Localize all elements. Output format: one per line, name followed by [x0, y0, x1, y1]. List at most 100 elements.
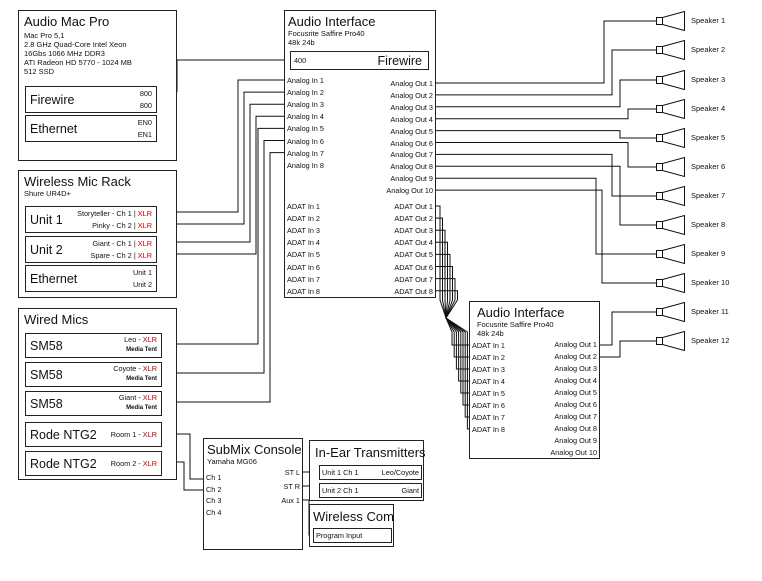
unit2-ch2-name: Spare - Ch 2 — [90, 251, 132, 260]
adat-in-port: ADAT In 5 — [287, 250, 320, 260]
adat-in-port: ADAT In 6 — [287, 262, 320, 272]
sm58-source: Giant - XLR — [119, 393, 157, 403]
analog-out-port: Analog Out 8 — [554, 424, 597, 433]
unit1-ch1-name: Storyteller - Ch 1 — [77, 209, 132, 218]
analog-out-port: Analog Out 9 — [390, 174, 433, 184]
in-ear-transmitters-box: In-Ear Transmitters Unit 1 Ch 1 Leo/Coyo… — [309, 440, 426, 501]
sm58-note: Media Tent — [126, 347, 157, 353]
speaker-label: Speaker 1 — [691, 16, 726, 25]
separator: | — [133, 251, 136, 260]
analog-out-port: Analog Out 4 — [554, 376, 597, 385]
submix-input-port: Ch 1 — [206, 473, 222, 482]
wireless-unit1-panel: Unit 1 Storyteller - Ch 1 | XLR Pinky - … — [25, 206, 157, 233]
xlr-cable — [177, 115, 286, 255]
wireless-ethernet-port: Unit 2 — [132, 280, 152, 289]
submix-input-port: Ch 3 — [206, 496, 222, 506]
sm58-source: Leo - XLR — [124, 335, 157, 345]
analog-out-port: Analog Out 10 — [386, 186, 433, 196]
speaker-cable — [435, 49, 656, 96]
mac-spec-line: Mac Pro 5,1 — [24, 31, 65, 40]
analog-out-port: Analog Out 2 — [554, 352, 597, 361]
analog-out-port: Analog Out 10 — [550, 448, 597, 457]
in-ear-row: Unit 2 Ch 1 Giant — [319, 483, 422, 498]
adat-out-port: ADAT Out 1 — [394, 202, 433, 211]
speaker-cable — [435, 79, 656, 108]
sm58-who: Coyote - — [113, 364, 143, 373]
firewire-cable — [176, 59, 289, 92]
analog-out-port: Analog Out 3 — [390, 102, 433, 112]
unit1-ch1: Storyteller - Ch 1 | XLR — [77, 209, 152, 219]
interface1-title: Audio Interface — [288, 14, 376, 29]
separator: | — [133, 221, 136, 230]
speaker-icon — [656, 215, 685, 235]
xlr-cable — [177, 79, 286, 213]
wireless-unit2-panel: Unit 2 Giant - Ch 1 | XLR Spare - Ch 2 |… — [25, 236, 157, 263]
sm58-who: Leo - — [124, 335, 143, 344]
speaker-icon — [656, 40, 685, 60]
adat-cable — [435, 266, 470, 406]
speaker-label: Speaker 12 — [691, 336, 730, 345]
speaker-cable — [435, 142, 656, 168]
sm58-note: Media Tent — [126, 376, 157, 382]
wired-mics-box: Wired Mics SM58 Leo - XLR Media Tent SM5… — [18, 308, 177, 480]
wireless-com-box: Wireless Com Program Input — [309, 504, 394, 547]
speaker-label: Speaker 10 — [691, 278, 730, 287]
mac-firewire-panel: Firewire 800 800 — [25, 86, 157, 113]
speaker-icon — [656, 302, 685, 322]
in-ear-who: Giant — [401, 486, 419, 495]
ntg2-panel: Rode NTG2 Room 2 - XLR — [25, 451, 162, 476]
adat-in-port: ADAT In 5 — [472, 389, 505, 398]
wireless-ethernet-port: Unit 1 — [132, 268, 152, 277]
speaker-cable — [435, 20, 656, 84]
in-ear-unit: Unit 2 Ch 1 — [322, 486, 359, 495]
analog-in-port: Analog In 6 — [287, 136, 324, 146]
speaker-cable — [600, 311, 656, 346]
analog-in-port: Analog In 8 — [287, 160, 324, 170]
mac-spec-line: ATI Radeon HD 5770 - 1024 MB — [24, 58, 132, 67]
analog-out-port: Analog Out 5 — [390, 126, 433, 136]
unit2-label: Unit 2 — [30, 243, 63, 257]
adat-cable — [435, 217, 470, 358]
adat-out-port: ADAT Out 4 — [394, 238, 433, 248]
speaker-cable — [435, 177, 656, 255]
analog-in-port: Analog In 1 — [287, 76, 324, 85]
analog-in-port: Analog In 7 — [287, 148, 324, 158]
adat-cable — [435, 229, 470, 370]
ntg2-who: Room 1 - — [110, 430, 143, 439]
speaker-icon — [656, 99, 685, 119]
analog-out-port: Analog Out 5 — [554, 388, 597, 397]
unit1-ch2: Pinky - Ch 2 | XLR — [92, 221, 152, 231]
wireless-com-title: Wireless Com — [313, 509, 394, 524]
speaker-icon — [656, 186, 685, 206]
audio-interface-2: Audio Interface Focusrite Saffire Pro40 … — [469, 301, 600, 459]
ntg2-source: Room 1 - XLR — [111, 430, 157, 440]
xlr-cable — [177, 91, 286, 225]
wireless-rack-box: Wireless Mic Rack Shure UR4D+ Unit 1 Sto… — [18, 170, 177, 298]
adat-cable — [435, 205, 470, 346]
mac-pro-specs: Mac Pro 5,1 2.8 GHz Quad-Core Intel Xeon… — [24, 31, 132, 76]
analog-out-port: Analog Out 1 — [554, 340, 597, 349]
separator: | — [133, 209, 136, 218]
in-ear-unit: Unit 1 Ch 1 — [322, 468, 359, 477]
speaker-icon — [656, 273, 685, 293]
wireless-ethernet-label: Ethernet — [30, 272, 78, 286]
sm58-panel: SM58 Leo - XLR Media Tent — [25, 333, 162, 358]
adat-in-port: ADAT In 7 — [472, 413, 505, 422]
sm58-label: SM58 — [30, 339, 63, 353]
unit2-ch2: Spare - Ch 2 | XLR — [90, 251, 152, 261]
in-ear-who: Leo/Coyote — [381, 468, 419, 477]
adat-in-port: ADAT In 8 — [287, 286, 320, 296]
submix-output-port: Aux 1 — [281, 496, 300, 505]
interface2-rate: 48k 24b — [477, 329, 504, 338]
mac-ethernet-label: Ethernet — [30, 122, 78, 136]
ntg2-who: Room 2 - — [110, 459, 143, 468]
adat-out-port: ADAT Out 7 — [394, 274, 433, 284]
adat-cable — [435, 278, 470, 418]
xlr-label: XLR — [137, 221, 152, 230]
sm58-who: Giant - — [118, 393, 143, 402]
speaker-cable — [435, 108, 656, 120]
mac-firewire-port: 800 — [139, 101, 152, 110]
analog-out-port: Analog Out 7 — [554, 412, 597, 421]
unit1-label: Unit 1 — [30, 213, 63, 227]
